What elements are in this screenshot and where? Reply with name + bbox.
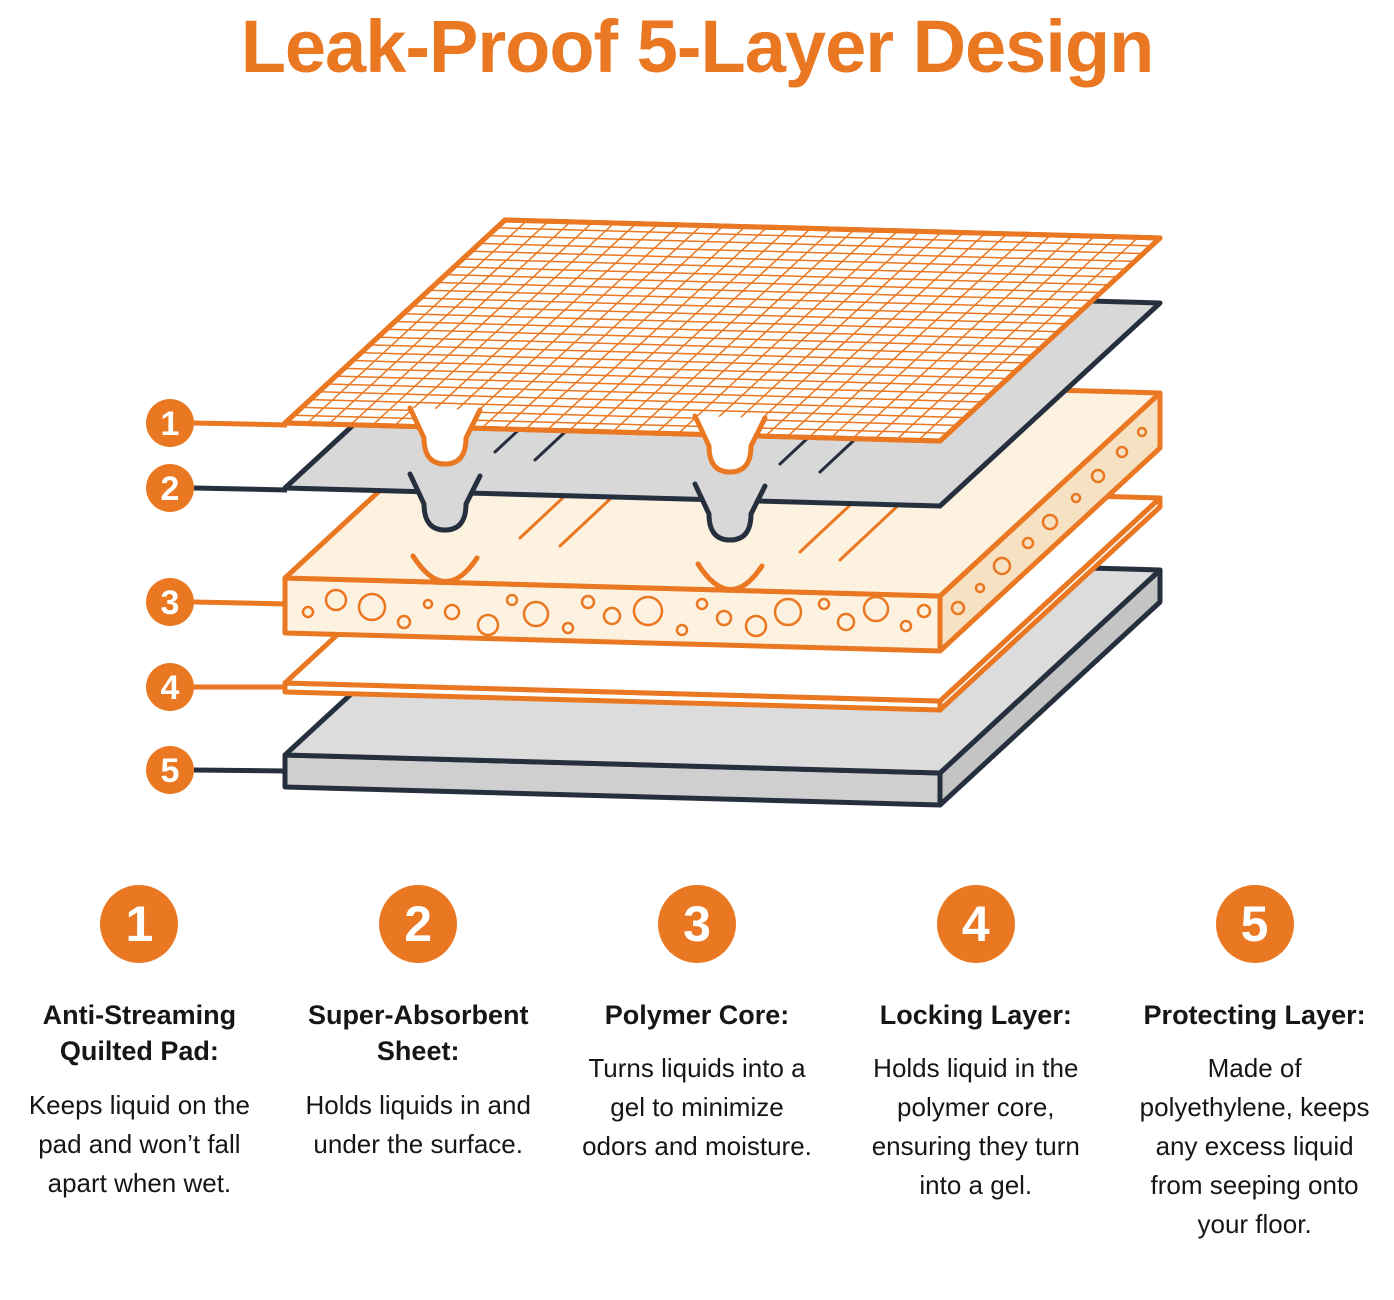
- layer1-dimple-right: [692, 413, 768, 475]
- callout-1: 1: [146, 399, 194, 447]
- callout-2-number: 2: [161, 470, 180, 508]
- callout-4: 4: [146, 663, 194, 711]
- polymer-bubbles: [301, 426, 1148, 638]
- legend-item-2: 2 Super-Absorbent Sheet: Holds liquids i…: [279, 885, 558, 1164]
- layer3-notch-right: [695, 561, 765, 592]
- legend-number-4: 4: [936, 885, 1015, 963]
- legend-number-5: 5: [1215, 885, 1294, 963]
- callout-line-2: [193, 485, 288, 493]
- callout-3: 3: [146, 578, 194, 626]
- legend-item-4: 4 Locking Layer: Holds liquid in the pol…: [836, 885, 1115, 1205]
- callout-1-number: 1: [161, 405, 180, 443]
- layer3-surface-marks: [518, 476, 906, 562]
- callout-badges: 1 2 3 4 5: [146, 399, 194, 794]
- layer3-notch-left: [410, 553, 480, 584]
- callout-2: 2: [146, 464, 194, 512]
- callout-5-number: 5: [161, 752, 180, 790]
- callout-line-3: [193, 599, 288, 607]
- legend-body-2: Holds liquids in and under the surface.: [305, 1089, 531, 1159]
- five-layer-diagram-svg: 1 2 3 4 5: [146, 217, 1163, 808]
- legend-body-3: Turns liquids into a gel to minimize odo…: [582, 1053, 812, 1162]
- legend-number-3: 3: [657, 885, 736, 963]
- legend-heading-4: Locking Layer:: [879, 1000, 1072, 1030]
- legend: 1 Anti-Streaming Quilted Pad: Keeps liqu…: [0, 885, 1394, 1300]
- legend-body-5: Made of polyethylene, keeps any excess l…: [1139, 1053, 1370, 1240]
- legend-item-1: 1 Anti-Streaming Quilted Pad: Keeps liqu…: [0, 885, 279, 1203]
- legend-number-2: 2: [379, 885, 458, 963]
- legend-heading-5: Protecting Layer:: [1143, 1000, 1366, 1030]
- legend-body-4: Holds liquid in the polymer core, ensuri…: [871, 1053, 1080, 1201]
- layer2-dimple-left: [407, 471, 483, 533]
- exploded-layers-diagram: 1 2 3 4 5: [146, 217, 1163, 808]
- layer1-dimple-left: [407, 405, 483, 467]
- legend-body-1: Keeps liquid on the pad and won’t fall a…: [28, 1089, 250, 1198]
- callout-line-1: [193, 420, 288, 428]
- callout-4-number: 4: [161, 669, 180, 707]
- legend-heading-2: Super-Absorbent Sheet:: [307, 1000, 529, 1067]
- legend-heading-3: Polymer Core:: [604, 1000, 790, 1030]
- legend-number-1: 1: [100, 885, 179, 963]
- callout-line-5: [193, 767, 288, 774]
- legend-item-3: 3 Polymer Core: Turns liquids into a gel…: [558, 885, 837, 1166]
- callout-lines: [193, 420, 288, 774]
- callout-5: 5: [146, 746, 194, 794]
- callout-3-number: 3: [161, 584, 180, 622]
- legend-item-5: 5 Protecting Layer: Made of polyethylene…: [1115, 885, 1394, 1244]
- legend-heading-1: Anti-Streaming Quilted Pad:: [42, 1000, 237, 1067]
- layer-1-quilted-mesh: [282, 217, 1163, 475]
- page-title: Leak-Proof 5-Layer Design: [240, 5, 1155, 88]
- layer2-dimple-right: [692, 481, 768, 543]
